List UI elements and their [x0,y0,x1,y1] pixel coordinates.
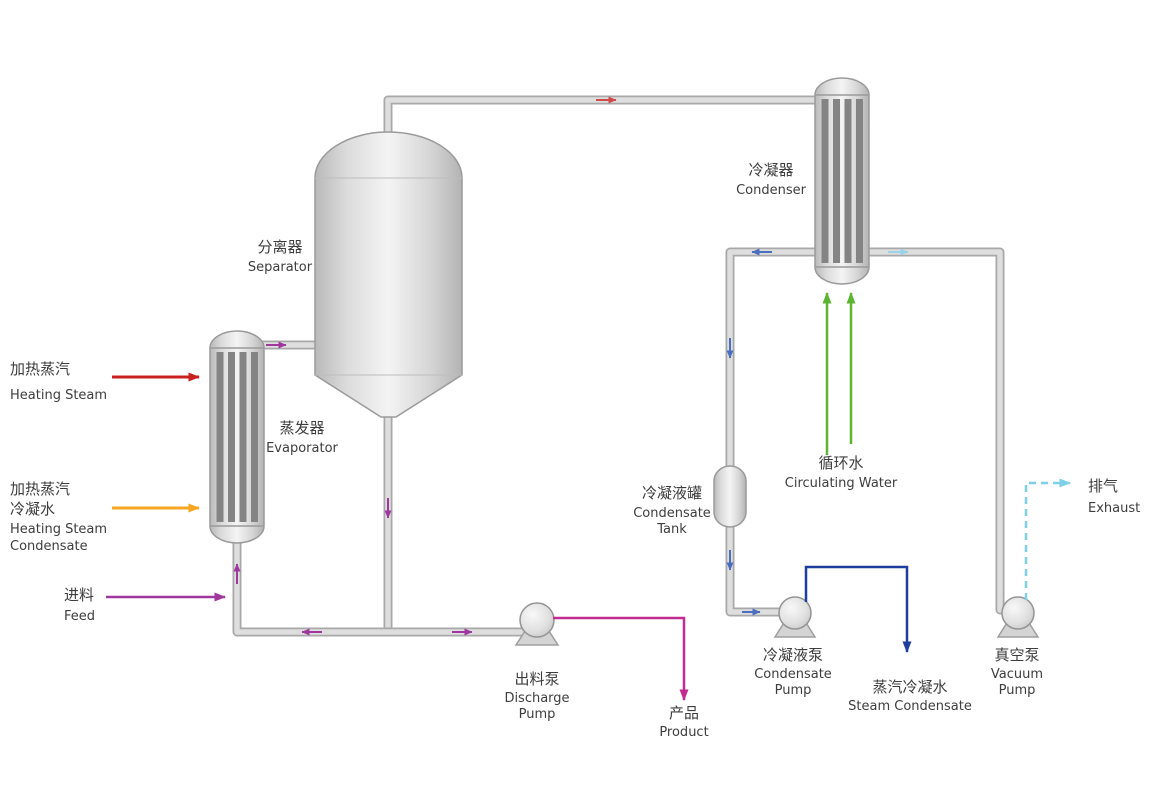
condenser-tube [844,99,852,263]
evaporator-heat-exchanger [209,330,265,544]
exhaust-line [1024,478,1071,600]
vacuum-pump-label-en1: Vacuum [991,667,1043,682]
stream-arrows [106,292,1071,701]
pipe-vapor-line [383,80,845,145]
condensate-tank-label-en2: Tank [656,522,687,537]
condenser-tube [833,99,840,263]
condensate-tank-label-en1: Condensate [633,506,711,521]
condenser-tube [821,99,829,263]
discharge-pump [514,602,560,646]
evaporator-tube [216,352,224,522]
condensate-pump-label-en1: Condensate [754,667,832,682]
exhaust-label-zh: 排气 [1088,477,1118,495]
discharge-pump-label-en1: Discharge [504,691,569,706]
heating-steam-label-en: Heating Steam [10,388,107,403]
product-label-zh: 产品 [669,704,699,722]
evaporator-tube [228,352,235,522]
evaporator-tube [251,352,258,522]
heating-steam-condensate-label-en2: Condensate [10,539,88,554]
condensate-tank-vessel [713,465,747,528]
equipment [209,77,1040,646]
heating-steam-condensate-label-zh2: 冷凝水 [10,500,55,518]
steam-condensate-label-zh: 蒸汽冷凝水 [872,678,947,696]
condenser-label-zh: 冷凝器 [748,161,793,179]
steam-condensate-label-en: Steam Condensate [848,699,972,714]
pipe-flow-arrows [233,96,909,636]
separator-label-zh: 分离器 [257,238,302,256]
condensate-pump [773,596,817,638]
heating-steam-condensate-label-en1: Heating Steam [10,522,107,537]
condenser-label-en: Condenser [736,183,807,198]
separator-vessel [314,131,463,418]
vacuum-pump-label-en2: Pump [999,683,1036,698]
pipe-condenser-to-vacuum-pump [864,247,1008,615]
pipe-recirculation-header [232,520,535,637]
feed-label-en: Feed [64,609,95,624]
heating-steam-label-zh: 加热蒸汽 [10,360,70,378]
condenser-heat-exchanger [814,77,870,285]
heating-steam-condensate-label-zh1: 加热蒸汽 [10,480,70,498]
evaporator-label-zh: 蒸发器 [279,419,324,437]
separator-label-en: Separator [248,260,313,275]
pipe-condenser-to-tank [725,247,820,617]
feed-label-zh: 进料 [64,586,94,604]
vacuum-pump [996,596,1040,638]
circulating-water-label-en: Circulating Water [785,476,898,491]
exhaust-label-en: Exhaust [1088,501,1140,516]
condenser-tube [856,99,863,263]
condensate-pump-label-zh: 冷凝液泵 [763,646,823,664]
evaporator-tube [239,352,247,522]
circulating-water-label-zh: 循环水 [818,454,863,472]
steam-condensate-line [804,565,912,653]
product-line [553,616,689,701]
condensate-tank-label-zh: 冷凝液罐 [642,484,702,502]
product-label-en: Product [659,725,708,740]
vacuum-pump-label-zh: 真空泵 [994,646,1039,664]
evaporator-label-en: Evaporator [266,441,338,456]
discharge-pump-label-zh: 出料泵 [514,670,559,688]
labels: 加热蒸汽 Heating Steam 加热蒸汽 冷凝水 Heating Stea… [10,161,1140,740]
condensate-pump-label-en2: Pump [775,683,812,698]
discharge-pump-label-en2: Pump [519,707,556,722]
